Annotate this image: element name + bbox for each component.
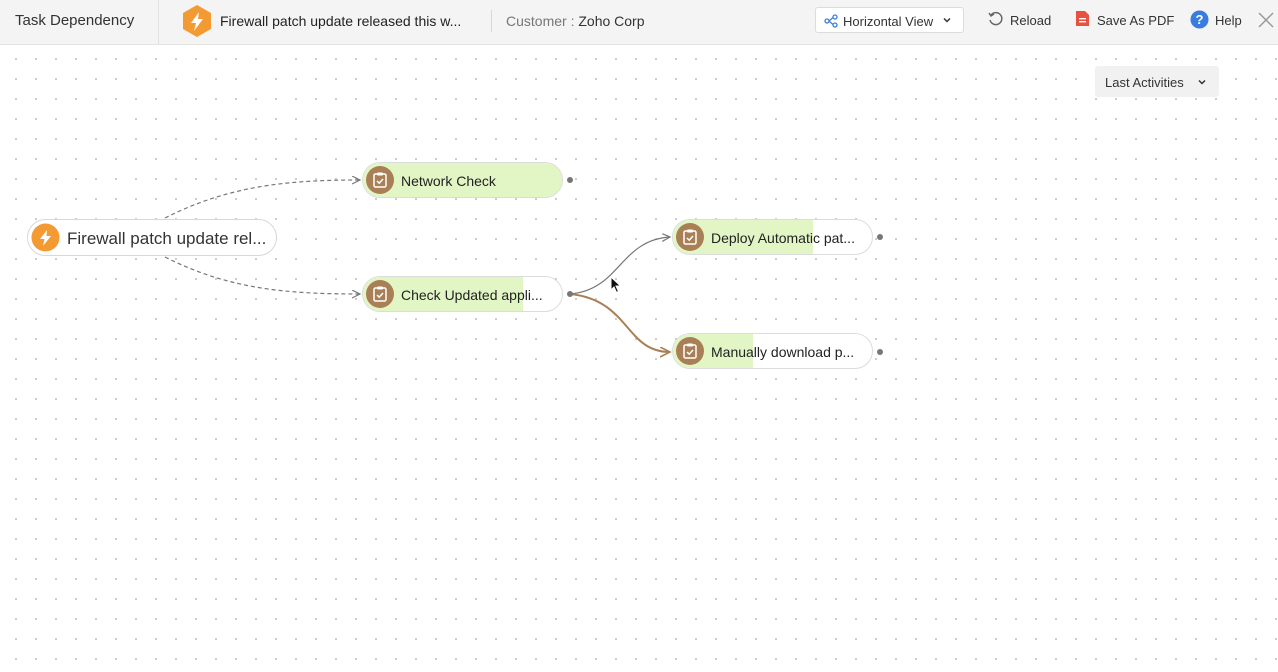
edge-check-manual — [569, 293, 670, 352]
task-node-check-updated[interactable]: Check Updated appli... — [362, 276, 563, 312]
edge-root-check-updated — [164, 256, 360, 294]
customer-info: Customer : Zoho Corp — [506, 13, 645, 29]
edge-root-network-check — [164, 180, 360, 219]
edge-check-deploy — [569, 237, 670, 295]
view-select-label: Horizontal View — [843, 14, 934, 29]
close-icon[interactable] — [1257, 11, 1275, 29]
reload-icon — [988, 11, 1003, 26]
task-icon — [366, 280, 394, 308]
last-activities-label: Last Activities — [1105, 75, 1184, 90]
task-node-deploy-automatic[interactable]: Deploy Automatic pat... — [672, 219, 873, 255]
chevron-down-icon — [1198, 79, 1206, 85]
view-select[interactable]: Horizontal View — [815, 7, 964, 33]
task-node-label: Check Updated appli... — [401, 287, 543, 303]
task-node-label: Manually download p... — [711, 344, 855, 360]
save-pdf-button[interactable]: Save As PDF — [1075, 11, 1175, 32]
breadcrumb-divider — [158, 0, 159, 44]
save-pdf-label: Save As PDF — [1097, 13, 1175, 28]
node-handle[interactable] — [877, 234, 883, 240]
ticket-icon — [183, 5, 211, 37]
customer-value: Zoho Corp — [578, 13, 645, 29]
node-handle[interactable] — [877, 349, 883, 355]
node-handle[interactable] — [567, 177, 573, 183]
root-ticket-node[interactable]: Firewall patch update rel... — [27, 219, 277, 256]
graph-view-icon — [824, 14, 838, 28]
svg-text:?: ? — [1196, 12, 1204, 27]
help-label: Help — [1215, 13, 1242, 28]
chevron-down-icon — [943, 17, 951, 23]
top-bar: Task Dependency Firewall patch update re… — [0, 0, 1278, 45]
dependency-canvas[interactable] — [0, 45, 1278, 672]
ticket-icon — [31, 223, 60, 252]
reload-label: Reload — [1010, 13, 1052, 28]
pdf-icon — [1076, 11, 1089, 26]
progress-fill — [363, 163, 562, 197]
task-node-manually-download[interactable]: Manually download p... — [672, 333, 873, 369]
task-icon — [676, 337, 704, 365]
header-divider — [491, 10, 492, 32]
node-handle[interactable] — [567, 291, 573, 297]
task-node-network-check[interactable]: Network Check — [362, 162, 563, 198]
task-icon — [676, 223, 704, 251]
page-title: Task Dependency — [15, 12, 135, 29]
help-button[interactable]: ? Help — [1190, 10, 1246, 32]
customer-label: Customer : — [506, 13, 575, 29]
root-node-label: Firewall patch update rel... — [67, 229, 267, 248]
mouse-cursor-icon — [610, 276, 622, 294]
help-icon: ? — [1190, 10, 1209, 29]
reload-button[interactable]: Reload — [987, 11, 1055, 32]
task-icon — [366, 166, 394, 194]
task-node-label: Deploy Automatic pat... — [711, 230, 855, 246]
last-activities-dropdown[interactable]: Last Activities — [1095, 66, 1219, 97]
task-node-label: Network Check — [401, 173, 496, 189]
